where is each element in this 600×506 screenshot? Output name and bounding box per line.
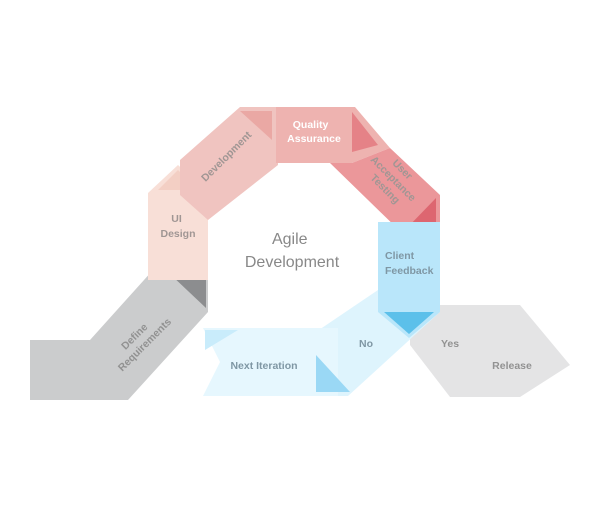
client-feedback-label: Client Feedback [385,250,434,277]
quality-assurance-tip [352,112,378,152]
release-label: Release [492,360,532,372]
release-arrow [410,305,570,397]
center-title: Agile Development [245,231,340,271]
define-requirements-tip [170,274,206,308]
no-tip [316,355,350,392]
quality-assurance-label: Quality Assurance [287,119,341,145]
client-feedback-arrow [378,222,440,338]
no-label: No [359,338,373,350]
next-iteration-tip [205,330,238,350]
user-acceptance-arrow [330,148,440,234]
client-feedback-tip [384,312,434,334]
ui-design-label: UI Design [160,213,195,240]
next-iteration-arrow [203,328,338,396]
development-arrow [180,107,278,220]
yes-label: Yes [441,338,459,350]
next-iteration-label: Next Iteration [230,360,297,372]
development-tip [240,111,272,140]
center-title-line2: Development [245,254,340,271]
center-title-line1: Agile [272,231,308,248]
define-requirements-arrow [30,270,208,400]
